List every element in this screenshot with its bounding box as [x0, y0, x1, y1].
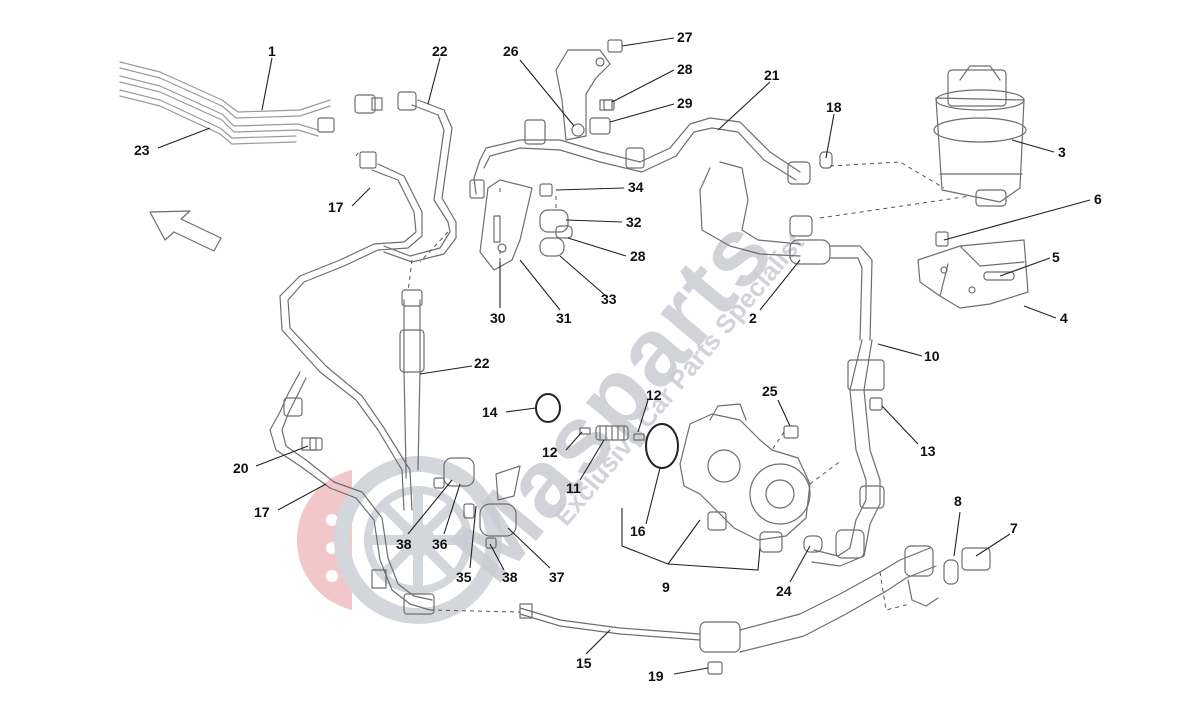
bracket-31 [479, 179, 533, 271]
callout-17-upper: 17 [328, 199, 344, 215]
pump-9 [679, 403, 811, 553]
callout-21: 21 [764, 67, 780, 83]
hose-2 [699, 167, 801, 257]
callout-22-upper: 22 [432, 43, 448, 59]
pipe-17-upper [279, 169, 417, 511]
watermark-wheel-red [296, 470, 352, 610]
callout-36: 36 [432, 536, 448, 552]
o-ring-14 [535, 393, 561, 423]
pipe-22-upper [383, 104, 451, 257]
pipe-22-vertical [403, 299, 407, 479]
callout-38-right: 38 [502, 569, 518, 585]
callout-2: 2 [749, 310, 757, 326]
callout-8: 8 [954, 493, 962, 509]
cable-15 [519, 607, 701, 635]
pipe-bundle-23 [119, 61, 331, 145]
callout-27: 27 [677, 29, 693, 45]
callout-16: 16 [630, 523, 646, 539]
callout-1: 1 [268, 43, 276, 59]
callout-12-upper: 12 [646, 387, 662, 403]
callout-12-lower: 12 [542, 444, 558, 460]
callout-29: 29 [677, 95, 693, 111]
direction-arrow-icon [149, 210, 222, 252]
callout-38-left: 38 [396, 536, 412, 552]
callout-3: 3 [1058, 144, 1066, 160]
callout-25: 25 [762, 383, 778, 399]
shaft-11 [579, 425, 645, 441]
callout-24: 24 [776, 583, 792, 599]
callout-4: 4 [1060, 310, 1068, 326]
callout-26: 26 [503, 43, 519, 59]
callout-22-lower: 22 [474, 355, 490, 371]
pipe-21 [479, 117, 801, 173]
callout-23: 23 [134, 142, 150, 158]
callout-5: 5 [1052, 249, 1060, 265]
bracket-4 [917, 239, 1029, 309]
fitting-1 [317, 91, 417, 169]
callout-6: 6 [1094, 191, 1102, 207]
callout-10: 10 [924, 348, 940, 364]
pipe-20 [269, 371, 431, 611]
callout-30: 30 [490, 310, 506, 326]
callout-9: 9 [662, 579, 670, 595]
callout-35: 35 [456, 569, 472, 585]
reservoir-3 [933, 65, 1027, 207]
bracket-26 [555, 49, 611, 141]
callout-13: 13 [920, 443, 936, 459]
callout-18: 18 [826, 99, 842, 115]
callout-37: 37 [549, 569, 565, 585]
pipe-10 [813, 339, 867, 557]
callout-32: 32 [626, 214, 642, 230]
callout-33: 33 [601, 291, 617, 307]
callout-15: 15 [576, 655, 592, 671]
o-ring-16 [645, 423, 679, 469]
callout-28-upper: 28 [677, 61, 693, 77]
callout-11: 11 [566, 480, 581, 496]
callout-28-lower: 28 [630, 248, 646, 264]
callout-31: 31 [556, 310, 572, 326]
callout-7: 7 [1010, 520, 1018, 536]
watermark-wheel-grey [334, 456, 502, 624]
callout-20: 20 [233, 460, 249, 476]
callout-34: 34 [628, 179, 644, 195]
callout-17-lower: 17 [254, 504, 270, 520]
callout-19: 19 [648, 668, 664, 684]
callout-14: 14 [482, 404, 498, 420]
